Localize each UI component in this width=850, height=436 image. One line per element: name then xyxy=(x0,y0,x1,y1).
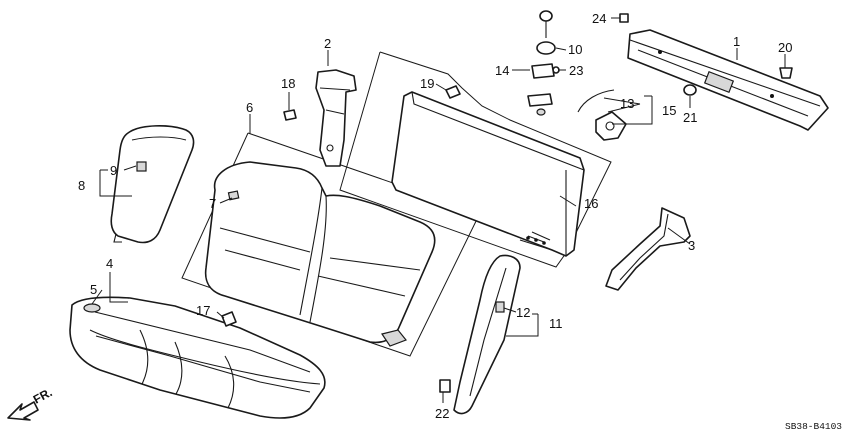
right-side-bolster xyxy=(453,254,521,415)
callout-18: 18 xyxy=(281,76,295,91)
callout-19: 19 xyxy=(420,76,434,91)
callout-2: 2 xyxy=(324,36,331,51)
callout-11: 11 xyxy=(549,316,563,331)
callout-16: 16 xyxy=(584,196,598,211)
rear-shelf-crossmember xyxy=(627,29,829,131)
callout-17: 17 xyxy=(196,303,210,318)
callout-13: 13 xyxy=(620,96,634,111)
callout-leaders xyxy=(91,17,786,403)
diagram-code: SB38-B4103 xyxy=(785,421,842,432)
callout-12: 12 xyxy=(516,305,530,320)
callout-labels: 1 2 3 4 5 6 7 8 9 10 11 12 13 14 15 16 1… xyxy=(78,11,792,421)
callout-3: 3 xyxy=(688,238,695,253)
callout-14: 14 xyxy=(495,63,509,78)
callout-4: 4 xyxy=(106,256,113,271)
callout-20: 20 xyxy=(778,40,792,55)
latch-cable-assembly xyxy=(577,89,627,141)
right-bracket xyxy=(605,207,691,291)
callout-9: 9 xyxy=(110,163,117,178)
callout-5: 5 xyxy=(90,282,97,297)
hardware-parts xyxy=(221,10,793,393)
callout-15: 15 xyxy=(662,103,676,118)
callout-10: 10 xyxy=(568,42,582,57)
rear-seat-cushion xyxy=(69,296,326,419)
trunk-partition-panel xyxy=(391,91,585,257)
callout-8: 8 xyxy=(78,178,85,193)
seat-back-panel-frame xyxy=(339,51,612,268)
rear-seat-back xyxy=(204,161,436,347)
callout-24: 24 xyxy=(592,11,606,26)
callout-6: 6 xyxy=(246,100,253,115)
callout-1: 1 xyxy=(733,34,740,49)
left-hinge-bracket xyxy=(315,69,357,167)
callout-23: 23 xyxy=(569,63,583,78)
front-direction-arrow: FR. xyxy=(7,385,54,421)
callout-21: 21 xyxy=(683,110,697,125)
callout-7: 7 xyxy=(209,196,216,211)
callout-22: 22 xyxy=(435,406,449,421)
left-side-bolster xyxy=(110,125,195,244)
